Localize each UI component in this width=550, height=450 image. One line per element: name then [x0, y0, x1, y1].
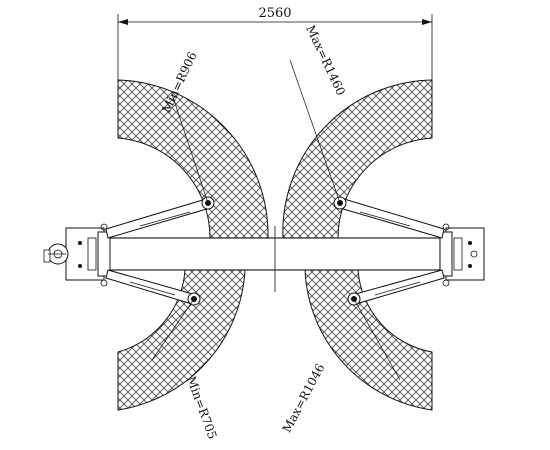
motor-unit [43, 243, 69, 265]
swing-zone-upper-left [117, 79, 269, 239]
swing-zone-lower-left [117, 269, 246, 411]
overall-width-label: 2560 [258, 6, 291, 21]
radius-label-lower-right: Max=R1046 [279, 361, 327, 435]
swing-zone-lower-right [304, 269, 433, 411]
radius-label-upper-right: Max=R1460 [303, 23, 348, 98]
left-post [65, 223, 111, 287]
overall-width-dimension: 2560 [117, 6, 433, 80]
arm-upper-left [105, 196, 215, 239]
arm-lower-right [347, 269, 445, 306]
radius-leaders [151, 59, 401, 381]
radius-label-lower-left: Min=R705 [184, 374, 220, 441]
swing-zone-upper-right [282, 79, 433, 239]
arm-upper-right [333, 196, 445, 239]
center-beam [103, 226, 441, 292]
right-post [439, 223, 485, 287]
lift-arms [105, 196, 445, 306]
swing-zones [117, 79, 433, 411]
